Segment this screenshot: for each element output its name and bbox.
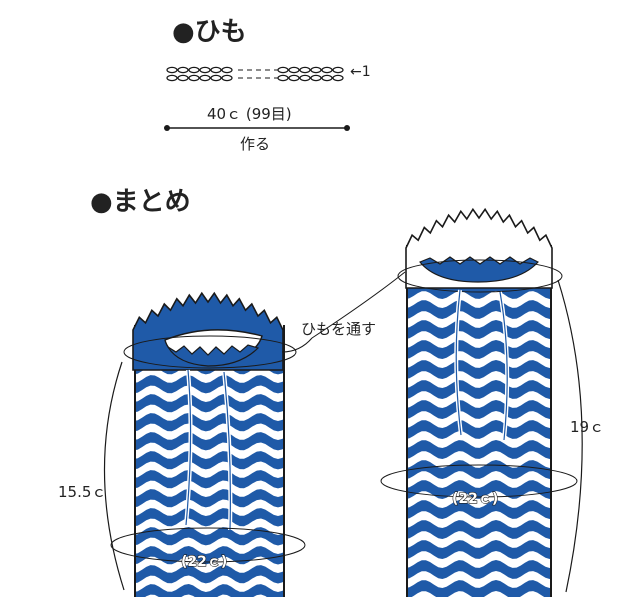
stripe-band [135,527,285,546]
callout-leader-line [281,271,406,353]
chain-stitch-symbol [277,66,289,74]
stripe-band [407,280,552,299]
chain-stitch-symbol [332,66,344,74]
right-drawstring-channel [397,259,563,293]
himo-heading: ●ひも [172,17,247,47]
stripe-band [407,480,552,499]
chain-stitch-symbol [299,74,311,82]
chain-stitch-symbol [177,74,189,82]
chain-stitch-symbol [166,66,178,74]
stripe-band [407,500,552,519]
stripe-band [407,360,552,379]
chain-stitch-symbol [221,66,233,74]
right-circumference-ellipse [380,464,578,498]
right-tube-inner-ruffle [419,256,539,283]
right-drawstring-strand [455,289,462,436]
chain-stitch-symbol [321,66,333,74]
stripe-band [407,580,552,597]
chain-stitch-symbol [166,74,178,82]
chain-stitch-symbol [188,66,200,74]
stripe-band [407,540,552,559]
chain-stitch-symbol [299,66,311,74]
stripe-band [407,460,552,479]
chain-stitch-symbol [332,74,344,82]
cord-length-dimension-line [164,125,350,131]
stripe-band [135,394,285,413]
chain-stitch-symbol [310,74,322,82]
cord-chain-stitch-symbol [166,66,344,82]
row-marker-label: ←1 [350,64,371,80]
stripe-band [135,489,285,508]
chain-stitch-symbol [177,66,189,74]
callout-thread-drawstring: ひもを通す [301,320,376,338]
stripe-band [407,440,552,459]
right-height-label: 19ｃ [570,418,604,436]
cord-length-label: 40ｃ (99目) [207,105,292,123]
stripe-band [135,470,285,489]
stripe-band [135,451,285,470]
stripe-band [407,300,552,319]
stripe-band [135,413,285,432]
chain-stitch-symbol [199,74,211,82]
left-tube-stripes [135,356,285,597]
chain-stitch-symbol [210,74,222,82]
chain-stitch-symbol [321,74,333,82]
chain-stitch-symbol [210,66,222,74]
matome-heading: ●まとめ [90,187,191,217]
right-tube-stripes [407,280,552,597]
stripe-band [407,400,552,419]
chain-stitch-symbol [221,74,233,82]
chain-stitch-symbol [310,66,322,74]
stripe-band [407,320,552,339]
stripe-band [135,508,285,527]
stripe-band [407,340,552,359]
chain-stitch-symbol [288,66,300,74]
left-drawstring-channel [123,335,297,369]
left-height-label: 15.5ｃ [58,483,106,501]
left-drawstring-strand [185,369,192,526]
left-tube-inner-ruffle [167,344,260,367]
right-circumference-label: (22ｃ) [452,491,498,507]
chain-stitch-symbol [199,66,211,74]
left-tube-drawstring-bag: (22ｃ) [110,291,306,597]
stripe-band [407,380,552,399]
chain-stitch-symbol [288,74,300,82]
left-drawstring-strand [223,371,231,531]
stripe-band [135,584,285,597]
chain-stitch-symbol [188,74,200,82]
right-tube-drawstring-bag: (22ｃ) [380,207,578,597]
right-height-arc [557,279,583,593]
right-drawstring-strand [499,291,508,441]
left-circumference-label: (22ｃ) [181,554,227,570]
stripe-band [135,565,285,584]
stripe-band [407,560,552,579]
stripe-band [135,375,285,394]
stripe-band [407,420,552,439]
make-label: 作る [240,135,270,153]
stripe-band [135,432,285,451]
left-circumference-ellipse [110,527,306,563]
left-height-arc [103,361,125,591]
stripe-band [135,546,285,565]
stripe-band [407,520,552,539]
chain-stitch-symbol [277,74,289,82]
